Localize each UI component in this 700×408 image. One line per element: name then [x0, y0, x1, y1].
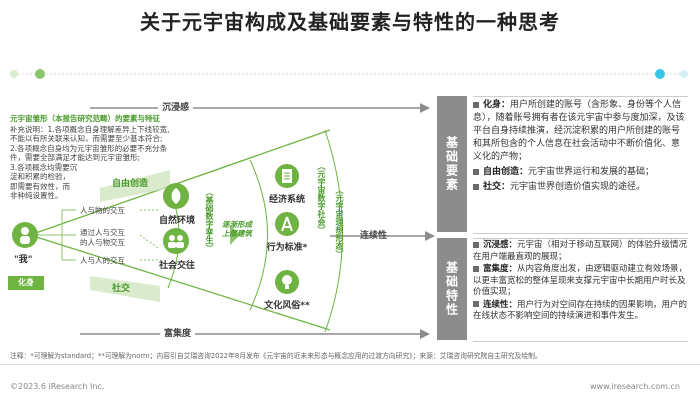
culture-node: [275, 270, 299, 294]
element-item: 自由创造：元宇宙世界运行和发展的基础；: [473, 166, 688, 179]
element-text: 元宇宙世界运行和发展的基础；: [528, 167, 655, 177]
note-line: 2.各项概念自身均为元宇宙雏形的必要不充分条: [10, 143, 168, 153]
bullet-icon: [473, 241, 479, 248]
feature-key: 沉浸感：: [483, 240, 518, 250]
society-node-label: 社会交往: [158, 261, 195, 271]
social-label: 社交: [112, 284, 131, 294]
feature-text: 用户行为对空间存在持续的因果影响，用户的在线状态不影响空间的持续演进和事件发生。: [473, 299, 688, 322]
culture-node-label: 文化风俗**: [264, 301, 310, 311]
feature-key: 富集度：: [483, 264, 518, 274]
free-creation-label: 自由创造: [112, 179, 149, 189]
page-title: 关于元宇宙构成及基础要素与特性的一种思考: [140, 10, 560, 34]
elements-and-features-label: 的要素与特征: [115, 114, 160, 123]
bullet-icon: [473, 168, 479, 175]
feature-text: 从内容角度出发，由逻辑驱动建立有效场景，以更丰富宽松的整体呈现来支撑元宇宙中长期…: [473, 264, 688, 297]
economy-node: [275, 164, 299, 188]
note-line: 不能以有所关联来认知，而需要至少基本符合;: [10, 134, 163, 143]
feature-item: 富集度：从内容角度出发，由逻辑驱动建立有效场景，以更丰富宽松的整体呈现来支撑元宇…: [473, 264, 688, 299]
interaction-human-object: 人与物的交互: [80, 206, 125, 215]
bullet-icon: [473, 301, 479, 307]
element-item: 化身：用户所创建的账号（含形象、身份等个人信息），随着账号拥有者在该元宇宙中参与…: [473, 99, 688, 164]
interaction-mediated: 通过人与交互 的人与物交互: [80, 228, 125, 247]
richness-label: 富集度: [160, 326, 196, 339]
gradual-formation-label: 逐渐形成 上层建筑: [222, 220, 252, 238]
timeline-dot: [680, 70, 688, 78]
compass-icon: [281, 216, 293, 232]
copyright: ©2023.6 iResearch Inc.: [10, 382, 105, 391]
element-key: 化身：: [483, 100, 511, 110]
element-text: 用户所创建的账号（含形象、身份等个人信息），随着账号拥有者在该元宇宙中参与度加深…: [473, 100, 685, 162]
note-line: 件，需要全部满足才能达到元宇宙雏形;: [10, 153, 141, 162]
note-line: 补充说明：1.各项概念自身理解差异上下线较宽,: [10, 124, 170, 134]
behavior-node-label: 行为标准*: [266, 243, 308, 253]
interaction-human-human: 人与人的交互: [80, 256, 125, 265]
bullet-icon: [473, 265, 479, 272]
feature-key: 连续性：: [483, 299, 518, 310]
note-line: 3.各项概念均需要沉: [10, 162, 78, 172]
top-timeline-decoration: [10, 69, 690, 79]
feature-item: 连续性：用户行为对空间存在持续的因果影响，用户的在线状态不影响空间的持续演进和事…: [473, 300, 688, 323]
diagram-canvas: [29, 103, 435, 339]
continuity-label: 连续性: [360, 231, 388, 241]
person-icon: [20, 227, 30, 244]
research-scope-label: 元宇宙雏形（本报告研究范畴）: [10, 114, 115, 123]
nature-node: [163, 183, 189, 209]
element-key: 社交：: [483, 182, 511, 192]
ideal-form-label: （元宇宙理想形态）: [335, 186, 344, 258]
supplement-notes: 补充说明：1.各项概念自身理解差异上下线较宽, 不能以有所关联来认知，而需要至少…: [10, 125, 220, 201]
timeline-dot: [35, 69, 45, 79]
avatar-label: 化身: [8, 276, 44, 290]
people-icon: [168, 235, 184, 248]
feature-text: 元宇宙（相对于移动互联网）的体验升级情况在用户端最直观的展现；: [473, 240, 688, 262]
footer-divider: [0, 364, 700, 365]
note-line: 淀和积累的检验，: [10, 172, 70, 181]
me-avatar: [12, 222, 38, 248]
behavior-node: [275, 212, 299, 236]
leaf-icon: [171, 188, 181, 204]
basic-twin-label: （基础数字孪生）: [205, 188, 214, 252]
element-text: 元宇宙世界创造价值实现的途径。: [510, 182, 646, 192]
element-item: 社交：元宇宙世界创造价值实现的途径。: [473, 181, 688, 194]
footnote: 注释：*可理解为standard；**可理解为norm；内容引自艾瑞咨询2022…: [10, 352, 542, 360]
me-quote: "我": [14, 255, 33, 265]
basic-elements-panel-label: 基础要素: [437, 96, 467, 232]
basic-features-panel: 沉浸感：元宇宙（相对于移动互联网）的体验升级情况在用户端最直观的展现； 富集度：…: [473, 238, 688, 342]
immersion-label: 沉浸感: [158, 100, 194, 113]
economy-node-label: 经济系统: [268, 195, 305, 205]
timeline-dot: [10, 70, 18, 78]
document-icon: [282, 169, 292, 183]
timeline-dot-active: [655, 69, 665, 79]
basic-features-panel-label: 基础特性: [437, 238, 467, 340]
bullet-icon: [473, 183, 479, 190]
lightbulb-icon: [282, 275, 292, 289]
feature-item: 沉浸感：元宇宙（相对于移动互联网）的体验升级情况在用户端最直观的展现；: [473, 240, 688, 263]
website-link[interactable]: www.iresearch.com.cn: [590, 382, 680, 391]
note-line: 即需要有效性，而: [10, 181, 70, 191]
digital-society-label: （元宇宙数字社会）: [317, 162, 326, 234]
bullet-icon: [473, 101, 479, 108]
society-node: [163, 228, 189, 254]
note-line: 非种纯设置性。: [10, 191, 63, 200]
element-key: 自由创造：: [483, 167, 529, 177]
nature-node-label: 自然环境: [158, 216, 195, 226]
basic-elements-panel: 化身：用户所创建的账号（含形象、身份等个人信息），随着账号拥有者在该元宇宙中参与…: [473, 96, 688, 234]
